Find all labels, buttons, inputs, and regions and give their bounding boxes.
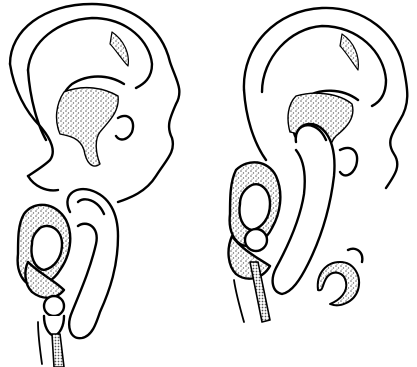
ear-left-panel [10, 4, 179, 367]
earpiece-cord [52, 334, 64, 367]
earpiece-button [245, 229, 267, 251]
ear-right-panel [229, 8, 408, 322]
cord-loop [318, 262, 359, 305]
earpiece-button [44, 296, 64, 316]
earpiece-hook [67, 189, 118, 338]
concha-shading [57, 88, 119, 166]
